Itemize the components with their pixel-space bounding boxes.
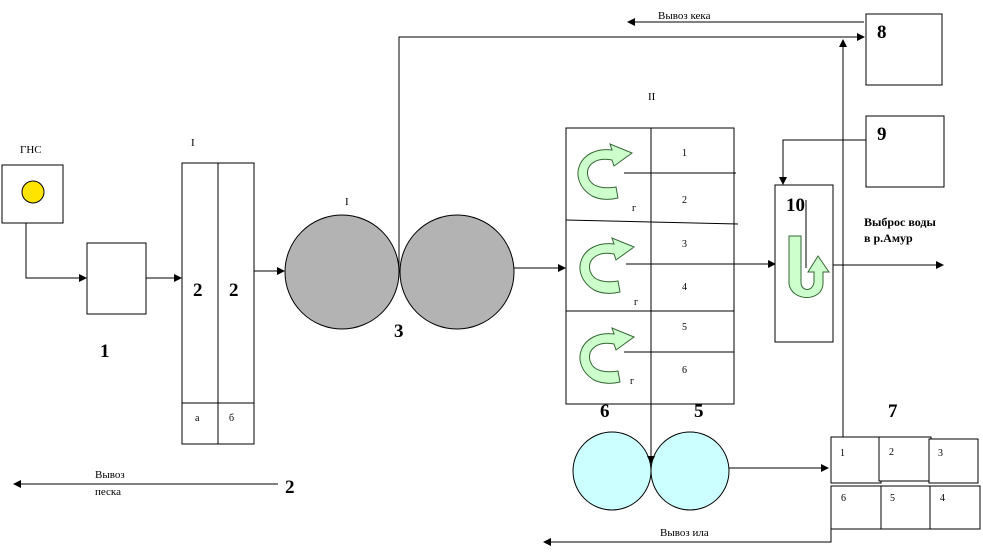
roman-ii-aero: II xyxy=(648,91,656,103)
sand-out-label-1: Вывоз xyxy=(95,469,125,481)
uv-arrow-icon xyxy=(788,235,830,298)
label-8: 8 xyxy=(877,22,887,43)
tank7-cell-1: 1 xyxy=(840,448,845,459)
label-10: 10 xyxy=(786,195,805,216)
tank7-cell-6: 6 xyxy=(841,493,846,504)
tank7-cell-5: 5 xyxy=(890,493,895,504)
circulation-arrow-icon-3 xyxy=(579,327,636,384)
cake-out-label: Вывоз кека xyxy=(658,10,711,22)
pump-yellow-icon xyxy=(21,180,45,204)
sludge-out-label: Вывоз ила xyxy=(660,527,709,539)
roman-i-sand: I xyxy=(345,196,349,208)
aero-cell-2: 2 xyxy=(682,195,687,206)
circulation-arrow-icon-1 xyxy=(577,143,634,200)
sand-trap-left xyxy=(284,214,400,330)
grates-unit xyxy=(181,162,255,445)
label-2b: 2 xyxy=(229,280,239,301)
tank7-cell-3: 3 xyxy=(938,448,943,459)
sub-a: а xyxy=(195,413,200,424)
aero-cell-5: 5 xyxy=(682,322,687,333)
circulation-arrow-icon-2 xyxy=(579,237,636,294)
sludge-out-arrow xyxy=(543,520,832,546)
roman-i-grates: I xyxy=(191,137,195,149)
aero-cell-4: 4 xyxy=(682,282,687,293)
label-9: 9 xyxy=(877,124,887,145)
box-8 xyxy=(865,13,943,86)
aero-cell-6: 6 xyxy=(682,365,687,376)
sand-out-label-2: песка xyxy=(95,486,121,498)
settler-left xyxy=(572,431,652,511)
aero-g-3: г xyxy=(630,376,634,387)
label-5: 5 xyxy=(694,401,704,422)
gns-label: ГНС xyxy=(20,144,42,156)
label-6: 6 xyxy=(600,401,610,422)
sub-b: б xyxy=(229,413,234,424)
aero-cell-3: 3 xyxy=(682,239,687,250)
pump-to-screen-line xyxy=(25,223,87,282)
tank7-cell-4: 4 xyxy=(940,493,945,504)
label-1: 1 xyxy=(100,341,110,362)
settler-right xyxy=(650,431,730,511)
tank7-cell-2: 2 xyxy=(889,447,894,458)
sand-trap-right xyxy=(399,214,515,330)
box9-to-box10-line xyxy=(779,139,866,185)
discharge-label-1: Выброс воды xyxy=(864,215,936,229)
aero-cell-1: 1 xyxy=(682,148,687,159)
discharge-label-2: в р.Амур xyxy=(864,231,913,245)
label-7: 7 xyxy=(888,401,898,422)
label-2a: 2 xyxy=(193,280,203,301)
label-3: 3 xyxy=(394,321,404,342)
box-9 xyxy=(865,115,945,188)
aerotank xyxy=(565,127,739,405)
tank-7 xyxy=(830,436,981,530)
sandtrap-to-box8-line xyxy=(398,33,865,272)
aero-g-1: г xyxy=(632,203,636,214)
screen-box-1 xyxy=(86,242,147,315)
aero-g-2: г xyxy=(634,297,638,308)
pump-station xyxy=(1,164,64,224)
label-2-bottom: 2 xyxy=(285,477,295,498)
